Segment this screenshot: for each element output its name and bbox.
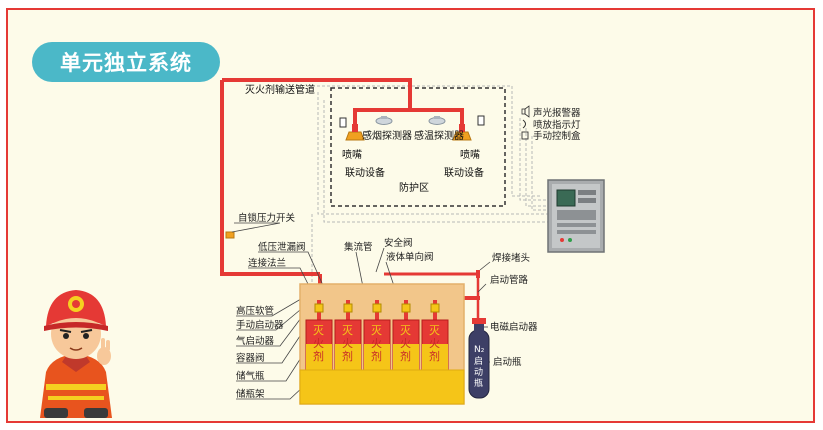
alarm-legend-label: 声光报警器 [533, 107, 581, 119]
linkage-device-left-icon [339, 117, 347, 128]
safety-valve-label: 安全阀 [384, 237, 413, 249]
smoke-detector-icon [375, 116, 393, 125]
container-valves [314, 300, 440, 320]
temp-detector-label: 感温探测器 [414, 129, 464, 142]
speaker-icon [521, 105, 530, 118]
start-bottle-label: 启动瓶 [493, 356, 522, 368]
pressure-switch-label: 自锁压力开关 [238, 212, 296, 224]
pipe-label: 灭火剂输送管道 [245, 83, 315, 96]
cylinder-text: 灭 [313, 324, 324, 337]
cylinder-text: 剂 [342, 349, 353, 363]
nozzle-icon [452, 124, 472, 141]
linkage-right-label: 联动设备 [444, 166, 484, 179]
pressure-switch-icon [225, 231, 235, 239]
cylinder-text: 火 [371, 337, 382, 350]
manual-box-icon [521, 131, 529, 140]
manual-starter-label: 手动启动器 [236, 319, 284, 331]
manifold-label: 集流管 [344, 241, 373, 253]
release-light-icon [522, 119, 526, 129]
low-pressure-valve-label: 低压泄漏阀 [258, 241, 306, 253]
cylinder-text: 剂 [429, 349, 440, 363]
cylinder-text: 灭 [429, 324, 440, 337]
cylinder-text: 火 [429, 337, 440, 350]
cylinder-text: 火 [313, 337, 324, 350]
smoke-detector-label: 感烟探测器 [362, 129, 412, 142]
cylinder-text: 剂 [371, 349, 382, 363]
cylinder-text: 灭 [371, 324, 382, 337]
n2-bottle-text-2: 动 [474, 367, 483, 378]
cylinder-text: 剂 [400, 349, 411, 363]
page-title: 单元独立系统 [32, 42, 220, 82]
storage-bottle-label: 储气瓶 [236, 370, 265, 382]
agent-cylinder: 灭火剂 [305, 319, 333, 373]
container-valve-icon [401, 300, 411, 320]
container-valve-icon [314, 300, 324, 320]
control-panel-icon [547, 179, 605, 253]
nozzle-left-label: 喷嘴 [342, 149, 362, 161]
agent-cylinder: 灭火剂 [421, 319, 449, 373]
n2-bottle-text-1: 启 [474, 355, 483, 367]
n2-bottle-text: N₂ [474, 345, 485, 355]
cylinder-text: 剂 [313, 349, 324, 363]
container-valve-icon [343, 300, 353, 320]
n2-bottle-text-3: 瓶 [474, 377, 483, 389]
cylinder-text: 火 [342, 337, 353, 350]
temp-detector-icon [428, 116, 446, 125]
cylinder-text: 火 [400, 337, 411, 350]
check-valve-label: 液体单向阀 [386, 251, 434, 263]
solenoid-label: 电磁启动器 [490, 321, 538, 333]
firefighter-mascot-icon [40, 290, 112, 418]
start-pipe-label: 启动管路 [490, 274, 529, 286]
linkage-left-label: 联动设备 [345, 166, 385, 179]
n2-start-bottle [468, 318, 490, 399]
agent-cylinder: 灭火剂 [392, 319, 420, 373]
rack-label: 储瓶架 [236, 388, 265, 400]
nozzle-right-label: 喷嘴 [460, 149, 480, 161]
agent-cylinder: 灭火剂 [363, 319, 391, 373]
cylinder-text: 灭 [400, 324, 411, 337]
agent-cylinder: 灭火剂 [334, 319, 362, 373]
manual-box-legend-label: 手动控制盒 [533, 130, 581, 142]
container-valve-icon [430, 300, 440, 320]
container-valve-label: 容器阀 [236, 352, 265, 364]
nozzle-icon [345, 124, 365, 141]
protection-zone-box [330, 87, 506, 207]
gas-starter-label: 气启动器 [236, 335, 275, 347]
hose-label: 高压软管 [236, 305, 274, 317]
weld-head-label: 焊接堵头 [492, 252, 530, 264]
container-valve-icon [372, 300, 382, 320]
release-light-legend-label: 喷放指示灯 [533, 119, 581, 131]
linkage-device-right-icon [477, 115, 485, 126]
rack-base [299, 369, 465, 405]
cylinder-text: 灭 [342, 324, 353, 337]
flange-label: 连接法兰 [248, 257, 286, 269]
zone-label: 防护区 [399, 181, 429, 194]
